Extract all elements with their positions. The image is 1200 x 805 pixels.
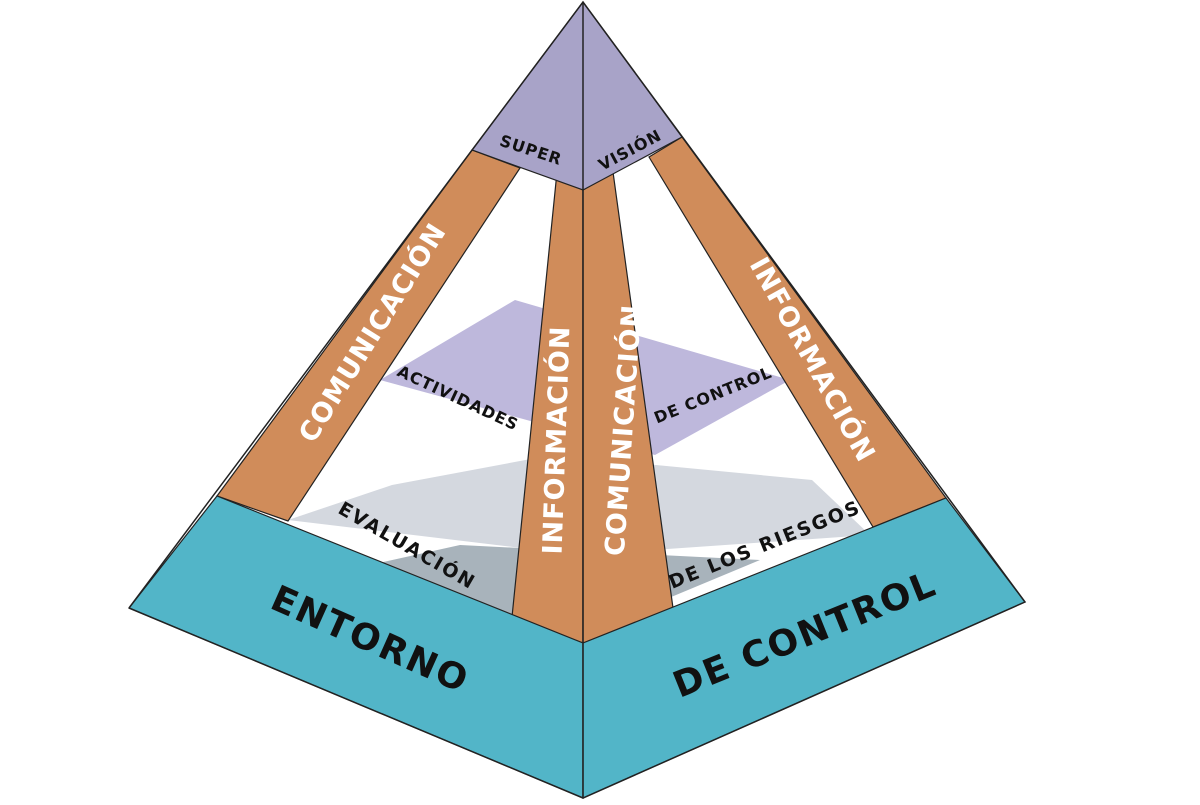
comunicacion-left-label: COMUNICACIÓN xyxy=(292,217,453,448)
supervision-apex xyxy=(471,0,683,191)
pyramid-outline xyxy=(128,0,1027,799)
informacion-right-label: INFORMACIÓN xyxy=(743,252,882,468)
